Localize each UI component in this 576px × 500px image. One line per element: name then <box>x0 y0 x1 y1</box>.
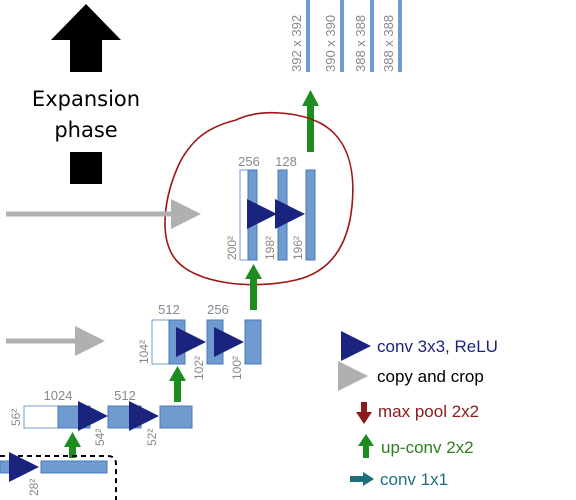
expansion-title-line1: Expansion <box>32 87 140 111</box>
level-56-block-1 <box>57 405 91 429</box>
top-label-388b: 388 x 388 <box>381 15 396 72</box>
level-28-size-28: 28² <box>27 479 41 496</box>
level-104-size-104: 104² <box>137 340 151 364</box>
legend-upconv-label: up-conv 2x2 <box>381 438 474 457</box>
top-output-blocks: 392 x 392 390 x 390 388 x 388 388 x 388 <box>289 0 402 72</box>
level-104-channel-512: 512 <box>158 302 180 317</box>
top-label-392: 392 x 392 <box>289 15 304 72</box>
annotation-circle <box>164 111 354 286</box>
up-conv-arrow-56-104 <box>169 366 186 402</box>
top-label-388a: 388 x 388 <box>353 15 368 72</box>
level-104-size-100: 100² <box>230 356 244 380</box>
bottleneck-dashed-box <box>0 455 117 500</box>
level-28-group: 28² <box>0 452 117 500</box>
legend: conv 3x3, ReLU copy and crop max pool 2x… <box>338 331 498 489</box>
level-200-size-198: 198² <box>263 236 277 260</box>
expansion-title-line2: phase <box>54 118 117 142</box>
level-104-block-1 <box>168 319 186 365</box>
level-200-size-200: 200² <box>225 236 239 260</box>
top-label-390: 390 x 390 <box>323 15 338 72</box>
level-200-group: 256 128 200² 198² 196² <box>225 154 316 261</box>
legend-maxpool-label: max pool 2x2 <box>378 402 479 421</box>
legend-copy-crop-label: copy and crop <box>377 367 484 386</box>
level-200-block-1 <box>247 169 258 261</box>
level-104-crop-block <box>151 319 170 365</box>
level-200-channel-128: 128 <box>275 154 297 169</box>
level-200-size-196: 196² <box>291 236 305 260</box>
level-56-size-54: 54² <box>93 429 107 446</box>
level-200-channel-256: 256 <box>238 154 260 169</box>
level-200-block-3 <box>305 169 316 261</box>
expansion-up-arrow-icon <box>51 4 121 72</box>
top-block-2 <box>340 0 344 72</box>
level-104-block-2 <box>206 319 224 365</box>
legend-conv3x3-label: conv 3x3, ReLU <box>377 337 498 356</box>
top-block-4 <box>398 0 402 72</box>
level-56-channel-512: 512 <box>114 388 136 403</box>
level-56-block-3 <box>159 405 193 429</box>
level-104-size-102: 102² <box>192 356 206 380</box>
up-conv-arrow-104-200 <box>245 264 262 310</box>
black-square-icon <box>70 152 102 184</box>
level-104-group: 512 256 104² 102² 100² <box>137 302 262 380</box>
red-down-arrow-icon <box>356 402 372 424</box>
legend-conv1x1-label: conv 1x1 <box>380 470 448 489</box>
top-block-3 <box>370 0 374 72</box>
level-104-channel-256: 256 <box>207 302 229 317</box>
teal-right-arrow-icon <box>350 472 374 486</box>
level-56-channel-1024: 1024 <box>44 388 73 403</box>
level-104-block-3 <box>244 319 262 365</box>
level-28-block-1 <box>0 460 17 474</box>
level-56-block-2 <box>107 405 142 429</box>
level-56-crop-block <box>23 405 59 429</box>
up-conv-arrow-28-56 <box>64 432 81 458</box>
top-block-1 <box>306 0 310 72</box>
level-56-size-56: 56² <box>9 409 23 426</box>
up-conv-arrow-top <box>302 90 319 152</box>
level-200-crop-block <box>239 169 249 261</box>
level-28-block-2 <box>40 460 108 474</box>
level-56-group: 1024 512 56² 54² 52² <box>9 388 193 446</box>
level-200-block-2 <box>277 169 288 261</box>
green-up-arrow-icon <box>358 434 374 458</box>
level-56-size-52: 52² <box>145 429 159 446</box>
